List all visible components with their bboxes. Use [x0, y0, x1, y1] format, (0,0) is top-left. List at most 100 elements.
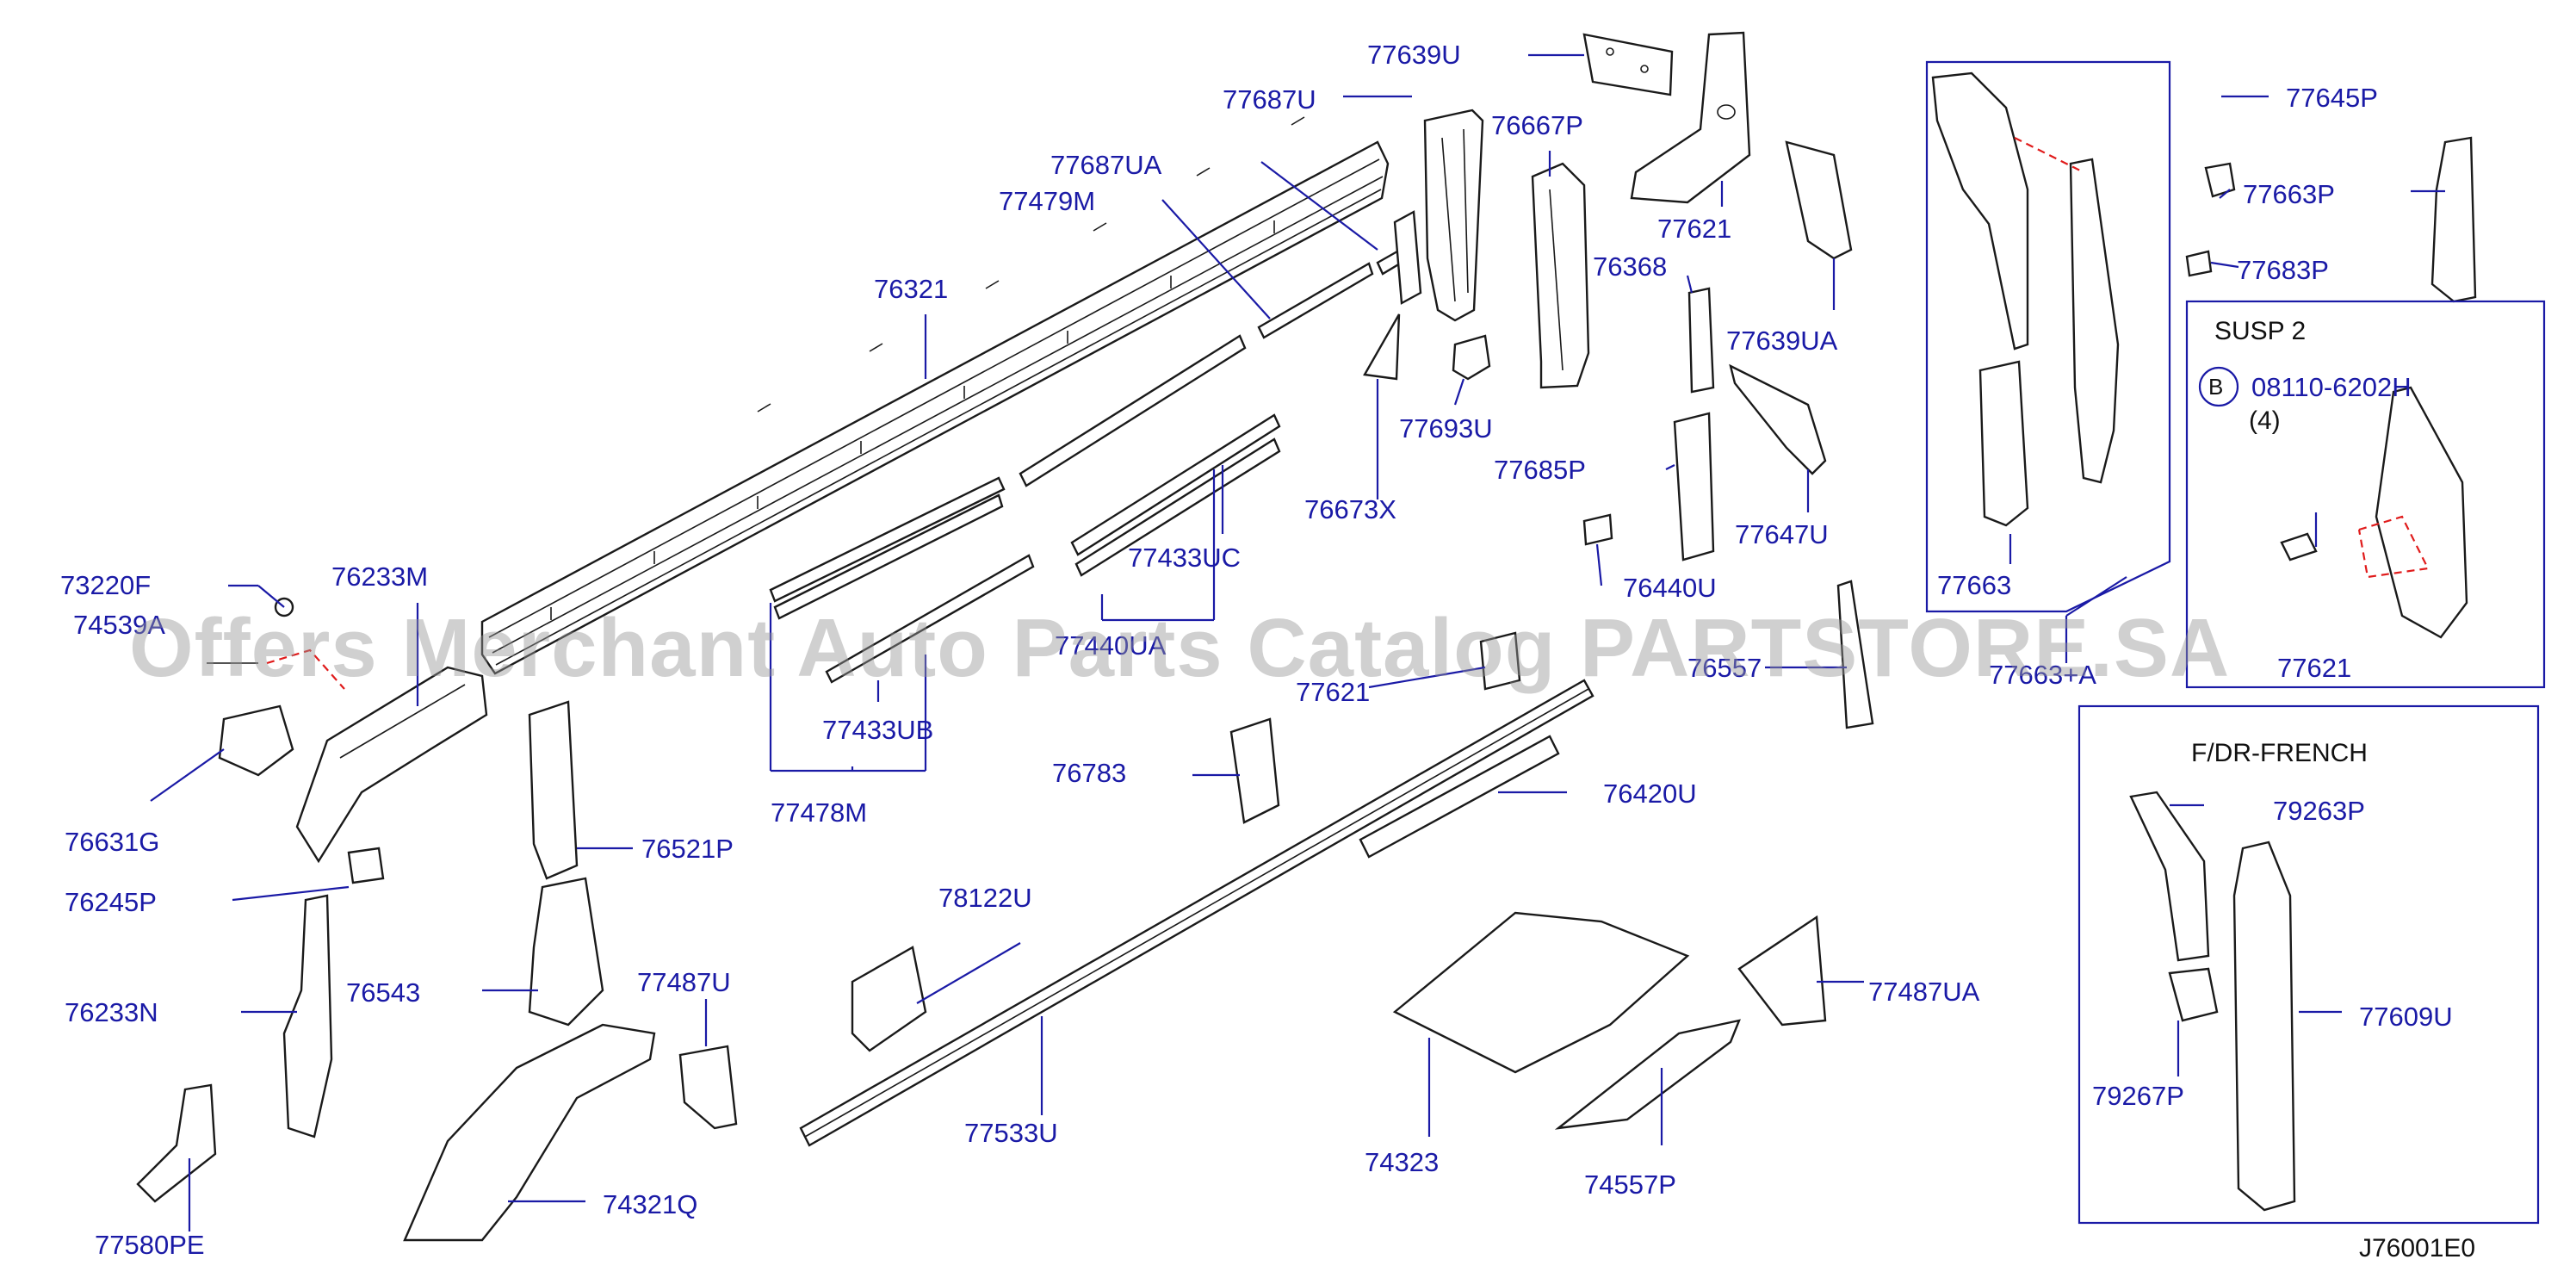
label-76245P[interactable]: 76245P	[65, 887, 157, 917]
french-parts	[2129, 791, 2296, 1212]
susp-badge-circle	[2198, 366, 2239, 407]
label-77685P[interactable]: 77685P	[1494, 455, 1586, 485]
rail-77433UB	[769, 476, 1035, 684]
pillar-76667P	[1531, 162, 1590, 389]
label-78122U[interactable]: 78122U	[938, 883, 1032, 913]
label-77663P[interactable]: 77663P	[2243, 179, 2335, 209]
diagram-id: J76001E0	[2359, 1234, 2476, 1262]
arch-76233M	[295, 666, 488, 864]
susp-quantity: (4)	[2249, 406, 2281, 435]
label-76667P[interactable]: 76667P	[1491, 110, 1583, 140]
clip-77645P	[2204, 162, 2236, 198]
guide-lines-77663	[2014, 137, 2084, 173]
label-77647U[interactable]: 77647U	[1735, 519, 1829, 549]
susp-bracket	[2280, 386, 2468, 639]
label-79263P[interactable]: 79263P	[2273, 796, 2365, 826]
label-77433UC[interactable]: 77433UC	[1128, 543, 1241, 573]
bracket-77639U	[1582, 33, 1674, 96]
bracket-76557	[1836, 580, 1874, 729]
label-77479M[interactable]: 77479M	[999, 186, 1096, 216]
label-76673X[interactable]: 76673X	[1304, 494, 1396, 524]
roof-rail-clips	[757, 116, 1305, 413]
label-79267P[interactable]: 79267P	[2092, 1081, 2184, 1111]
label-76420U[interactable]: 76420U	[1603, 779, 1697, 809]
panel-77663P	[2430, 136, 2477, 303]
bracket-76783	[1229, 717, 1280, 824]
label-77533U[interactable]: 77533U	[964, 1118, 1058, 1148]
bracket-77687U	[1393, 210, 1422, 305]
bracket-76368	[1687, 287, 1715, 394]
label-76783[interactable]: 76783	[1052, 758, 1127, 788]
bracket-74557P	[1554, 1019, 1741, 1130]
clip-76440U	[1582, 513, 1613, 546]
box-susp-2	[2185, 300, 2546, 689]
bracket-78122U	[851, 946, 927, 1052]
watermark: Offers Merchant Auto Parts Catalog PARTS…	[129, 602, 2231, 694]
label-74539A[interactable]: 74539A	[73, 610, 165, 640]
label-74557P[interactable]: 74557P	[1584, 1169, 1676, 1200]
floor-74323	[1392, 911, 1690, 1074]
box-f-dr-french	[2078, 704, 2540, 1225]
box-77663	[1925, 60, 2171, 613]
label-77683P[interactable]: 77683P	[2237, 255, 2329, 285]
label-77639U[interactable]: 77639U	[1367, 40, 1461, 70]
panel-76420U	[1359, 735, 1560, 859]
label-77645P[interactable]: 77645P	[2286, 83, 2378, 113]
label-76521P[interactable]: 76521P	[641, 834, 734, 864]
label-77580PE[interactable]: 77580PE	[95, 1230, 205, 1260]
label-77693U[interactable]: 77693U	[1399, 413, 1493, 444]
label-76557[interactable]: 76557	[1687, 653, 1762, 683]
label-76233N[interactable]: 76233N	[65, 997, 158, 1027]
bracket-77693U	[1452, 334, 1491, 381]
susp-badge: B	[2208, 374, 2224, 400]
label-76368[interactable]: 76368	[1593, 251, 1668, 282]
label-76631G[interactable]: 76631G	[65, 827, 160, 857]
label-77639UA[interactable]: 77639UA	[1726, 326, 1838, 356]
bracket-77639UA	[1785, 140, 1853, 260]
panel-77663	[1931, 71, 2120, 527]
sill-77533U	[799, 679, 1595, 1147]
label-77621-b[interactable]: 77621	[1296, 677, 1371, 707]
arch-74321Q	[403, 1023, 656, 1242]
susp-title: SUSP 2	[2214, 317, 2307, 345]
label-73220F[interactable]: 73220F	[60, 570, 152, 600]
rail-77433UC	[1019, 334, 1281, 577]
label-76543[interactable]: 76543	[346, 977, 421, 1008]
label-77663-a[interactable]: 77663+A	[1989, 660, 2096, 690]
label-77609U[interactable]: 77609U	[2359, 1002, 2453, 1032]
bracket-76631G	[218, 704, 294, 777]
label-74321Q[interactable]: 74321Q	[603, 1189, 698, 1219]
label-77663[interactable]: 77663	[1937, 570, 2012, 600]
bracket-77621-lower	[1479, 631, 1521, 691]
bracket-77580PE	[136, 1083, 217, 1203]
pillar-76521P	[528, 700, 579, 880]
roof-rail-part	[480, 140, 1390, 675]
label-74323[interactable]: 74323	[1365, 1147, 1440, 1177]
label-77621[interactable]: 77621	[1657, 214, 1732, 244]
label-77687UA[interactable]: 77687UA	[1050, 150, 1162, 180]
label-77687U[interactable]: 77687U	[1223, 84, 1316, 115]
bracket-77487UA	[1737, 915, 1827, 1027]
label-77440UA[interactable]: 77440UA	[1055, 630, 1167, 661]
label-77487UA[interactable]: 77487UA	[1868, 977, 1980, 1007]
guide-74539A	[266, 648, 345, 690]
label-76321[interactable]: 76321	[874, 274, 949, 304]
label-08110-6202H[interactable]: 08110-6202H	[2251, 372, 2412, 402]
panel-77685P	[1673, 412, 1715, 561]
label-77478M[interactable]: 77478M	[771, 797, 868, 828]
strip-77479M	[1257, 262, 1374, 339]
label-77433UB[interactable]: 77433UB	[822, 715, 934, 745]
label-77621-c[interactable]: 77621	[2277, 653, 2352, 683]
pillar-76233N	[282, 894, 333, 1138]
panel-76543	[528, 877, 604, 1027]
bracket-77487U	[678, 1045, 738, 1130]
leader-lines	[150, 53, 2445, 1231]
label-76233M[interactable]: 76233M	[331, 561, 429, 592]
bracket-77647U	[1729, 363, 1827, 475]
label-77487U[interactable]: 77487U	[637, 967, 731, 997]
clip-77683P	[2185, 250, 2213, 277]
pillar-77687U	[1423, 109, 1484, 322]
label-76440U[interactable]: 76440U	[1623, 573, 1717, 603]
